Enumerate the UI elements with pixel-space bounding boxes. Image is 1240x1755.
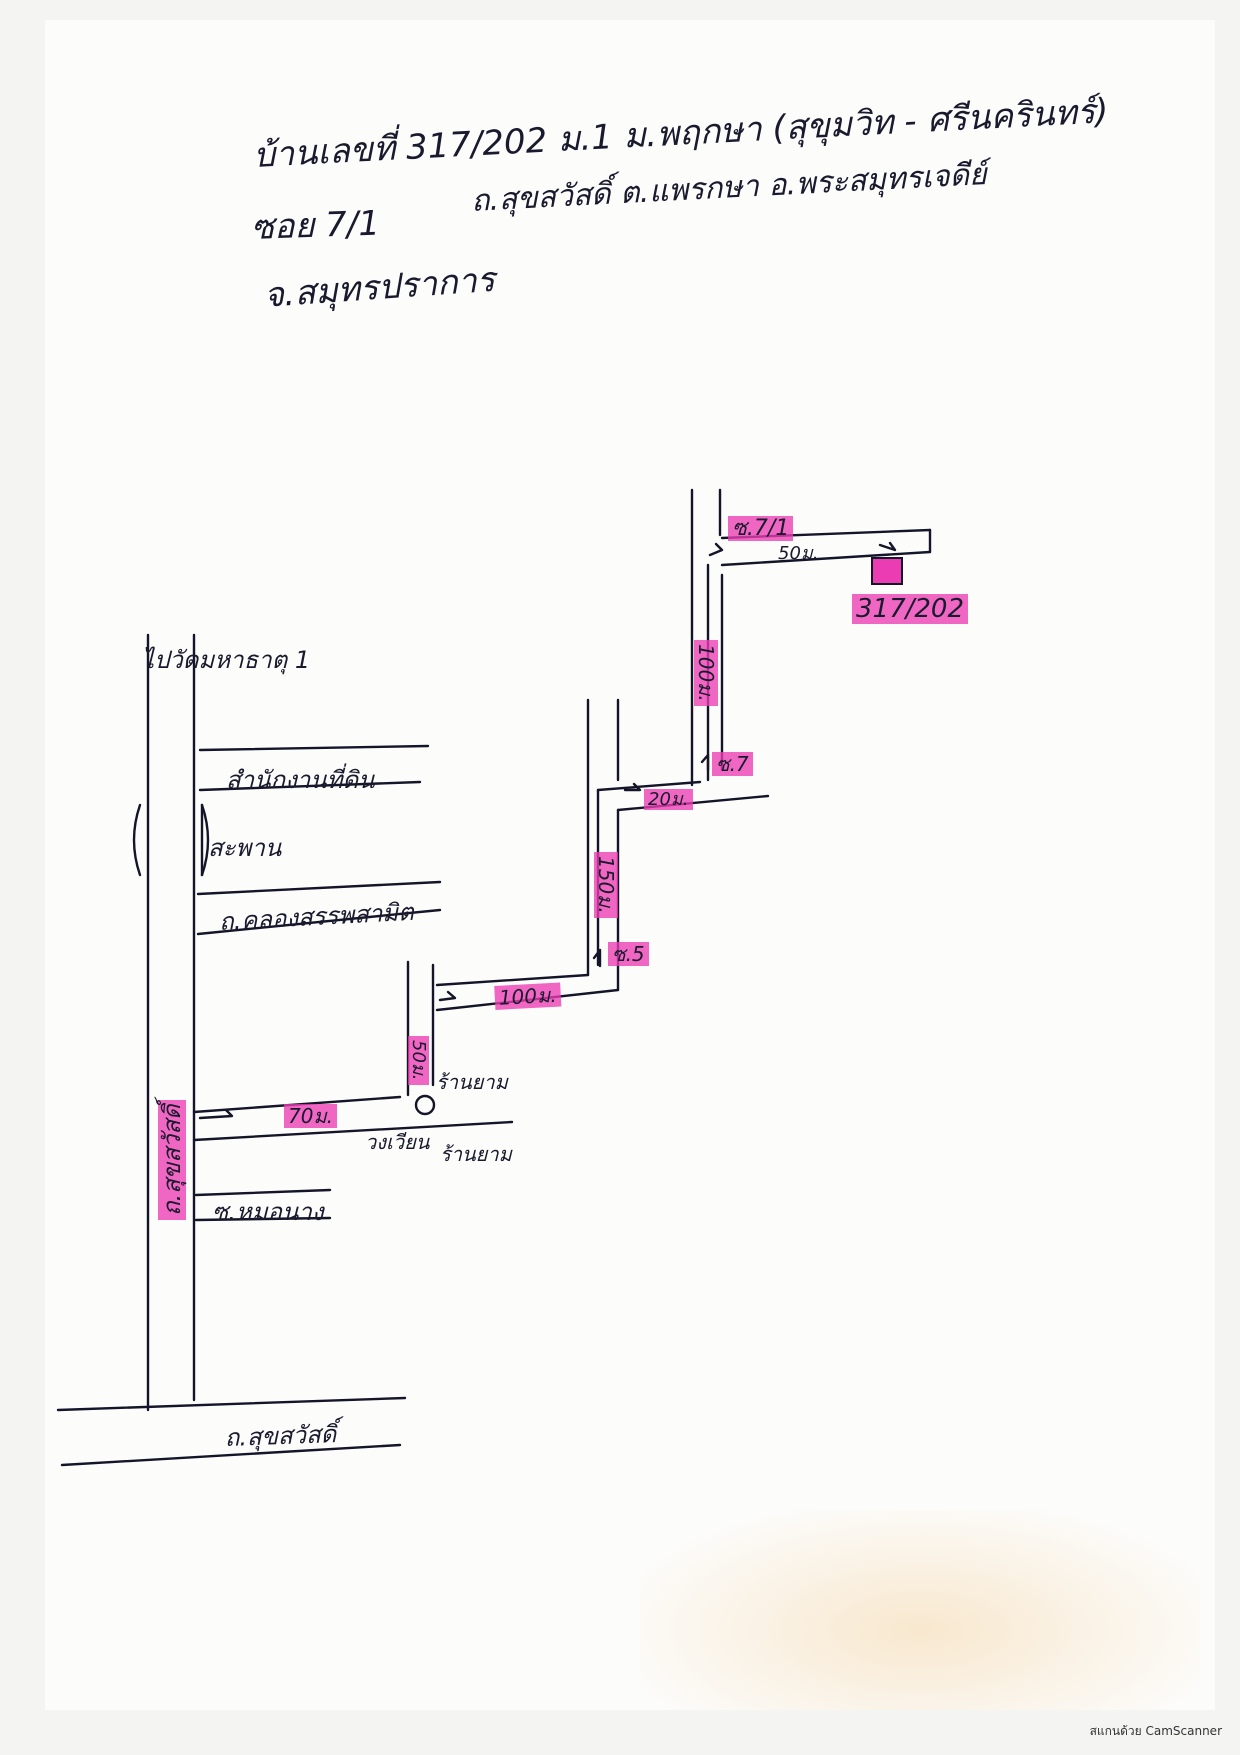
mooban-road-bottom (194, 1216, 332, 1222)
label-soi-5: ซ.5 (608, 938, 649, 970)
label-house-number: 317/202 (852, 594, 969, 624)
soi7-arrow (700, 753, 710, 772)
branch1-arrow (198, 1108, 234, 1120)
dist-20: 20ม. (644, 784, 693, 813)
dist-50-vertical: 50ม. (405, 1036, 434, 1085)
dist-first: 70ม. (284, 1100, 337, 1132)
bridge-left-arc (132, 803, 142, 877)
seg100-arrow (438, 990, 457, 1002)
label-main-road-vertical: ถ.สุขสวัสดิ์ (152, 1100, 191, 1220)
landoffice-road-bottom (198, 780, 422, 792)
label-soi-7: ซ.7 (712, 748, 753, 780)
dist-150: 150ม. (590, 852, 622, 918)
bridge-right-arc (200, 803, 210, 877)
label-landoffice: สำนักงานที่ดิน (226, 766, 375, 794)
label-bottom-road: ถ.สุขสวัสดิ์ (224, 1420, 337, 1452)
landoffice-road-top (198, 744, 430, 752)
seg20-top (596, 780, 702, 792)
label-condo-2: ร้านยาม (440, 1142, 512, 1166)
label-soi-7-1: ซ.7/1 (728, 510, 794, 545)
seg20-arrow (623, 782, 642, 792)
roundabout-circle (414, 1094, 436, 1116)
soi71-arrow (708, 542, 724, 557)
seg50top-bottom (720, 550, 932, 567)
house-arrow (878, 541, 897, 552)
seg20-bottom (616, 794, 770, 812)
khlong-road-bottom (196, 908, 442, 936)
label-bridge: สะพาน (208, 834, 282, 862)
khlong-road-top (196, 880, 442, 896)
mooban-road-top (194, 1188, 332, 1197)
label-roundabout: วงเวียน (365, 1130, 430, 1154)
bottom-road-top (56, 1396, 407, 1412)
house-marker (871, 557, 903, 585)
label-mooban: ซ.หมอนาง (212, 1198, 324, 1226)
label-condo-1: ร้านยาม (436, 1070, 508, 1094)
paper-sheet (45, 20, 1215, 1710)
paper-stain (640, 1510, 1200, 1710)
soi5-arrow (592, 948, 602, 968)
label-temple: ไปวัดมหาธาตุ 1 (142, 646, 311, 674)
bottom-road-bottom (60, 1443, 402, 1467)
branch1-bottom (192, 1120, 514, 1142)
dist-100: 100ม. (494, 979, 562, 1014)
dist-100-vertical: 100ม. (690, 640, 722, 706)
dist-50-top: 50ม. (778, 543, 819, 564)
seg100-top (435, 973, 590, 987)
scanner-watermark: สแกนด้วย CamScanner (1089, 1724, 1222, 1738)
